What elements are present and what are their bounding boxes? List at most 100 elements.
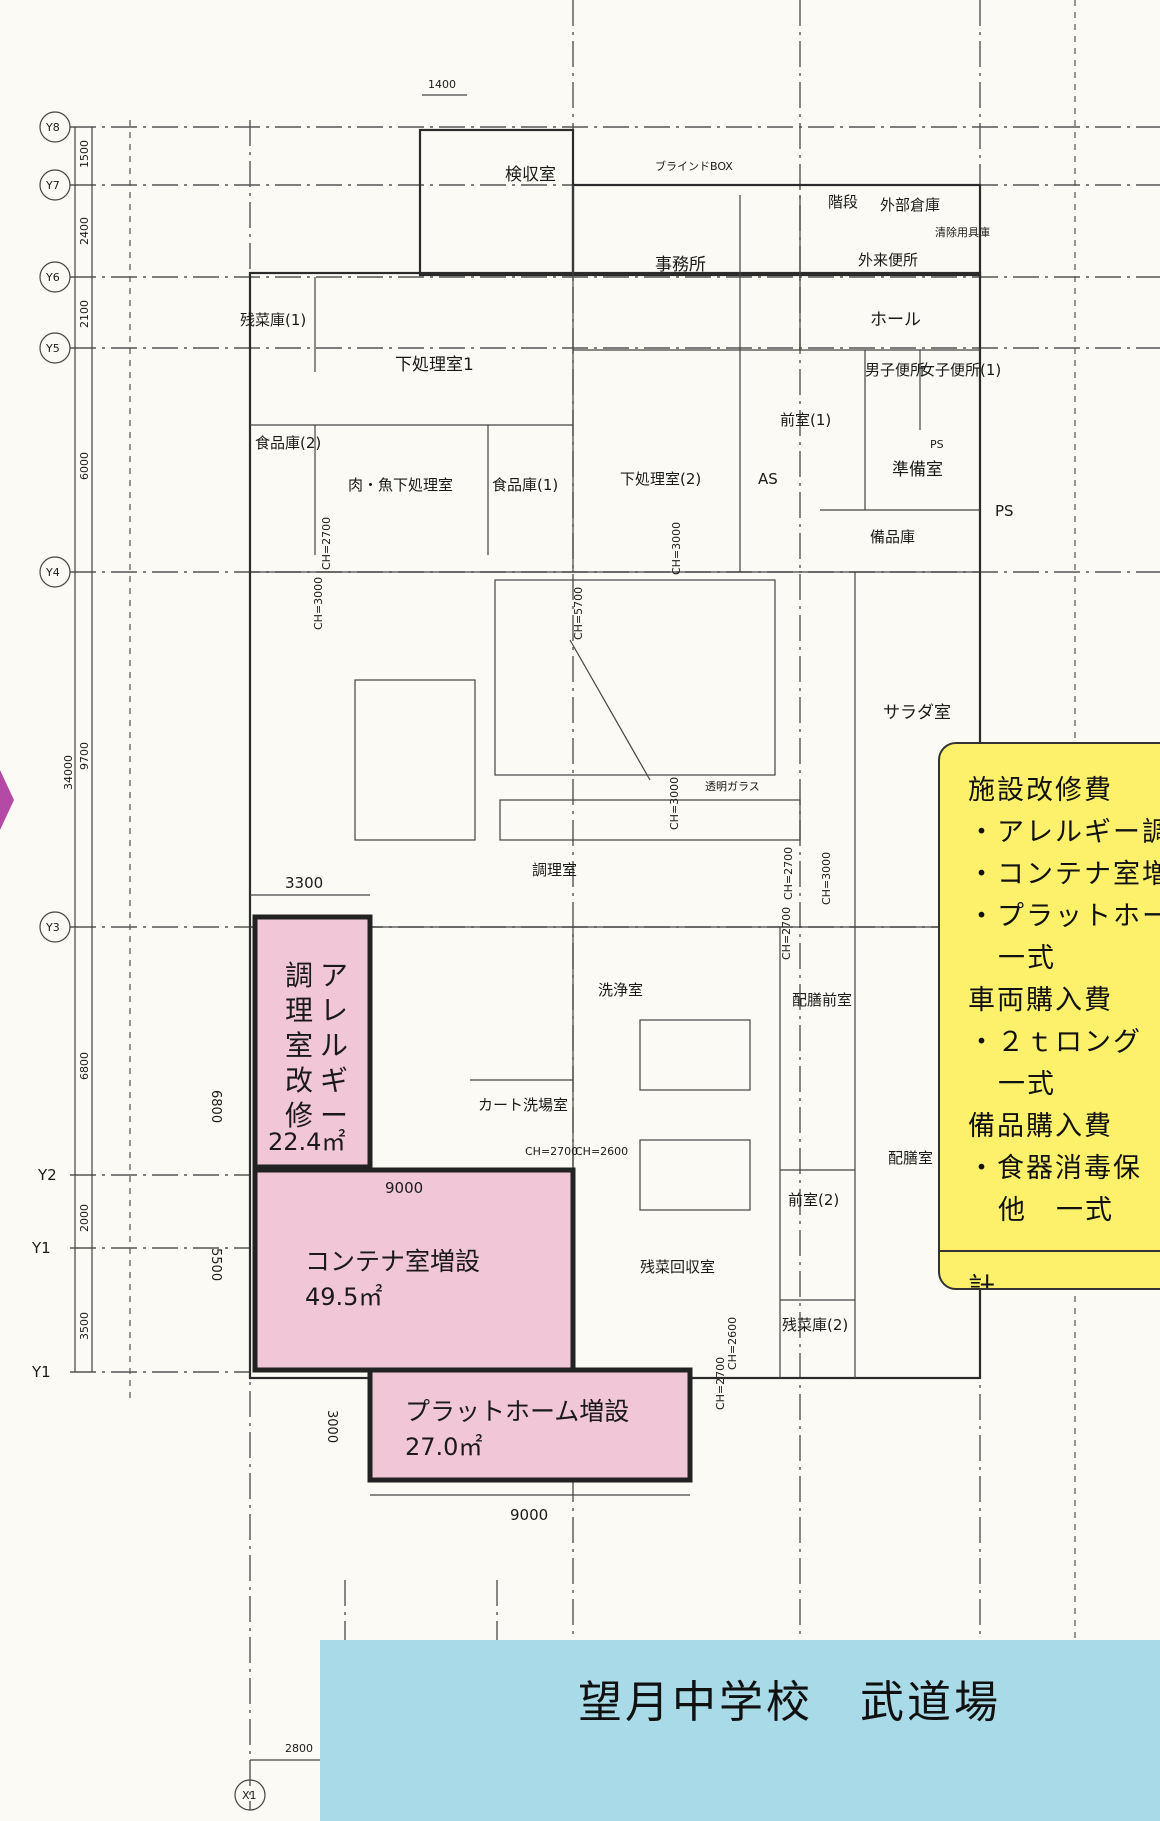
svg-text:9000: 9000 <box>385 1179 423 1197</box>
svg-text:ア: ア <box>320 959 348 992</box>
svg-text:食品庫(2): 食品庫(2) <box>255 434 321 452</box>
svg-text:CH=2700: CH=2700 <box>782 847 795 900</box>
svg-text:Y1: Y1 <box>31 1363 51 1381</box>
svg-text:49.5㎡: 49.5㎡ <box>305 1283 382 1311</box>
svg-text:男子便所: 男子便所 <box>865 361 925 379</box>
svg-text:前室(1): 前室(1) <box>780 411 831 429</box>
svg-text:CH=3000: CH=3000 <box>670 522 683 575</box>
svg-text:プラットホーム増設: プラットホーム増設 <box>405 1397 629 1426</box>
svg-text:検収室: 検収室 <box>505 165 556 185</box>
svg-text:Y8: Y8 <box>45 121 60 134</box>
svg-text:3300: 3300 <box>285 874 323 892</box>
panel-divider <box>940 1250 1160 1252</box>
item-dish-sterilizer: ・食器消毒保 <box>968 1153 1142 1184</box>
svg-text:9700: 9700 <box>78 742 91 770</box>
svg-text:レ: レ <box>320 994 348 1027</box>
svg-text:CH=2600: CH=2600 <box>726 1317 739 1370</box>
svg-text:残菜庫(1): 残菜庫(1) <box>240 311 306 329</box>
svg-text:Y1: Y1 <box>31 1239 51 1257</box>
svg-text:CH=2700: CH=2700 <box>525 1145 578 1158</box>
platform-extension: プラットホーム増設 27.0㎡ <box>367 1367 693 1483</box>
svg-text:Y3: Y3 <box>45 921 60 934</box>
svg-text:コンテナ室増設: コンテナ室増設 <box>305 1247 480 1276</box>
svg-text:準備室: 準備室 <box>892 460 943 480</box>
svg-text:洗浄室: 洗浄室 <box>598 981 643 999</box>
svg-text:2400: 2400 <box>78 217 91 245</box>
svg-text:X1: X1 <box>242 1789 257 1802</box>
svg-text:サラダ室: サラダ室 <box>883 703 951 723</box>
svg-text:ル: ル <box>320 1029 348 1062</box>
heading-facility-renovation: 施設改修費 <box>968 775 1113 806</box>
svg-text:食品庫(1): 食品庫(1) <box>492 476 558 494</box>
svg-text:9000: 9000 <box>510 1506 548 1524</box>
svg-text:22.4㎡: 22.4㎡ <box>268 1128 345 1156</box>
svg-text:CH=3000: CH=3000 <box>312 577 325 630</box>
svg-text:肉・魚下処理室: 肉・魚下処理室 <box>348 476 453 494</box>
svg-text:Y4: Y4 <box>45 566 60 579</box>
svg-text:2100: 2100 <box>78 300 91 328</box>
svg-text:事務所: 事務所 <box>655 255 706 275</box>
svg-text:清除用具庫: 清除用具庫 <box>935 225 990 239</box>
item-container: ・コンテナ室増 <box>968 859 1160 890</box>
svg-text:3000: 3000 <box>324 1410 339 1443</box>
svg-text:1500: 1500 <box>78 140 91 168</box>
svg-text:残菜庫(2): 残菜庫(2) <box>782 1316 848 1334</box>
svg-text:6000: 6000 <box>78 452 91 480</box>
svg-text:1400: 1400 <box>428 78 456 91</box>
item-dish-sterilizer-qty: 他 一式 <box>998 1195 1114 1226</box>
heading-equipment: 備品購入費 <box>968 1111 1113 1142</box>
arrow-marker <box>0 770 14 830</box>
svg-text:調理室: 調理室 <box>532 861 577 879</box>
svg-text:CH=5700: CH=5700 <box>572 587 585 640</box>
svg-text:理: 理 <box>285 994 313 1027</box>
svg-text:配膳室: 配膳室 <box>888 1149 933 1167</box>
svg-text:下処理室(2): 下処理室(2) <box>620 470 701 488</box>
allergy-renovation-area: ア レ ル ギ ー 調 理 室 改 修 22.4㎡ <box>252 914 373 1170</box>
svg-text:PS: PS <box>930 438 944 451</box>
svg-text:CH=2700: CH=2700 <box>320 517 333 570</box>
svg-text:CH=2700: CH=2700 <box>780 907 793 960</box>
item-truck-qty: 一式 <box>998 1069 1056 1100</box>
svg-text:PS: PS <box>995 502 1014 520</box>
svg-text:修: 修 <box>285 1099 313 1132</box>
svg-text:CH=2600: CH=2600 <box>575 1145 628 1158</box>
svg-text:5500: 5500 <box>208 1248 223 1281</box>
item-platform: ・プラットホー <box>968 901 1160 932</box>
svg-text:CH=3000: CH=3000 <box>668 777 681 830</box>
svg-text:備品庫: 備品庫 <box>870 528 915 546</box>
svg-text:Y2: Y2 <box>37 1166 57 1184</box>
svg-text:CH=3000: CH=3000 <box>820 852 833 905</box>
svg-text:Y5: Y5 <box>45 342 60 355</box>
svg-text:透明ガラス: 透明ガラス <box>705 780 760 793</box>
svg-text:6800: 6800 <box>208 1090 223 1123</box>
svg-text:27.0㎡: 27.0㎡ <box>405 1433 482 1461</box>
svg-text:残菜回収室: 残菜回収室 <box>640 1258 715 1276</box>
svg-text:6800: 6800 <box>78 1052 91 1080</box>
svg-text:ブラインドBOX: ブラインドBOX <box>655 159 733 173</box>
grid-markers: Y8 Y7 Y6 Y5 Y4 Y3 Y2 Y1 Y1 X1 X2 X3 X4 X… <box>31 111 996 1811</box>
svg-text:外来便所: 外来便所 <box>858 251 918 269</box>
svg-text:改: 改 <box>285 1064 313 1097</box>
svg-text:外部倉庫: 外部倉庫 <box>880 196 940 214</box>
item-allergy: ・アレルギー調 <box>968 817 1160 848</box>
svg-text:2000: 2000 <box>78 1204 91 1232</box>
container-room-extension: コンテナ室増設 49.5㎡ 9000 <box>252 1167 576 1373</box>
item-truck: ・２ｔロング <box>968 1027 1142 1058</box>
svg-text:3500: 3500 <box>78 1312 91 1340</box>
svg-text:室: 室 <box>285 1029 313 1062</box>
heading-vehicle: 車両購入費 <box>968 985 1113 1016</box>
svg-text:AS: AS <box>758 470 778 488</box>
svg-text:前室(2): 前室(2) <box>788 1191 839 1209</box>
ceiling-height-labels: CH=2700 CH=3000 CH=5700 CH=3000 CH=3000 … <box>312 517 833 1410</box>
svg-text:女子便所(1): 女子便所(1) <box>920 361 1001 379</box>
item-platform-qty: 一式 <box>998 943 1056 974</box>
svg-text:CH=2700: CH=2700 <box>714 1357 727 1410</box>
svg-text:Y6: Y6 <box>45 271 60 284</box>
svg-text:カート洗場室: カート洗場室 <box>478 1096 568 1114</box>
svg-text:Y7: Y7 <box>45 179 60 192</box>
location-banner: 望月中学校 武道場 <box>320 1640 1160 1821</box>
svg-text:配膳前室: 配膳前室 <box>792 991 852 1009</box>
total-label: 計 <box>968 1273 997 1290</box>
cost-summary-panel: 施設改修費 ・アレルギー調 ・コンテナ室増 ・プラットホー 一式 車両購入費 ・… <box>938 742 1160 1290</box>
svg-text:ホール: ホール <box>870 310 921 330</box>
